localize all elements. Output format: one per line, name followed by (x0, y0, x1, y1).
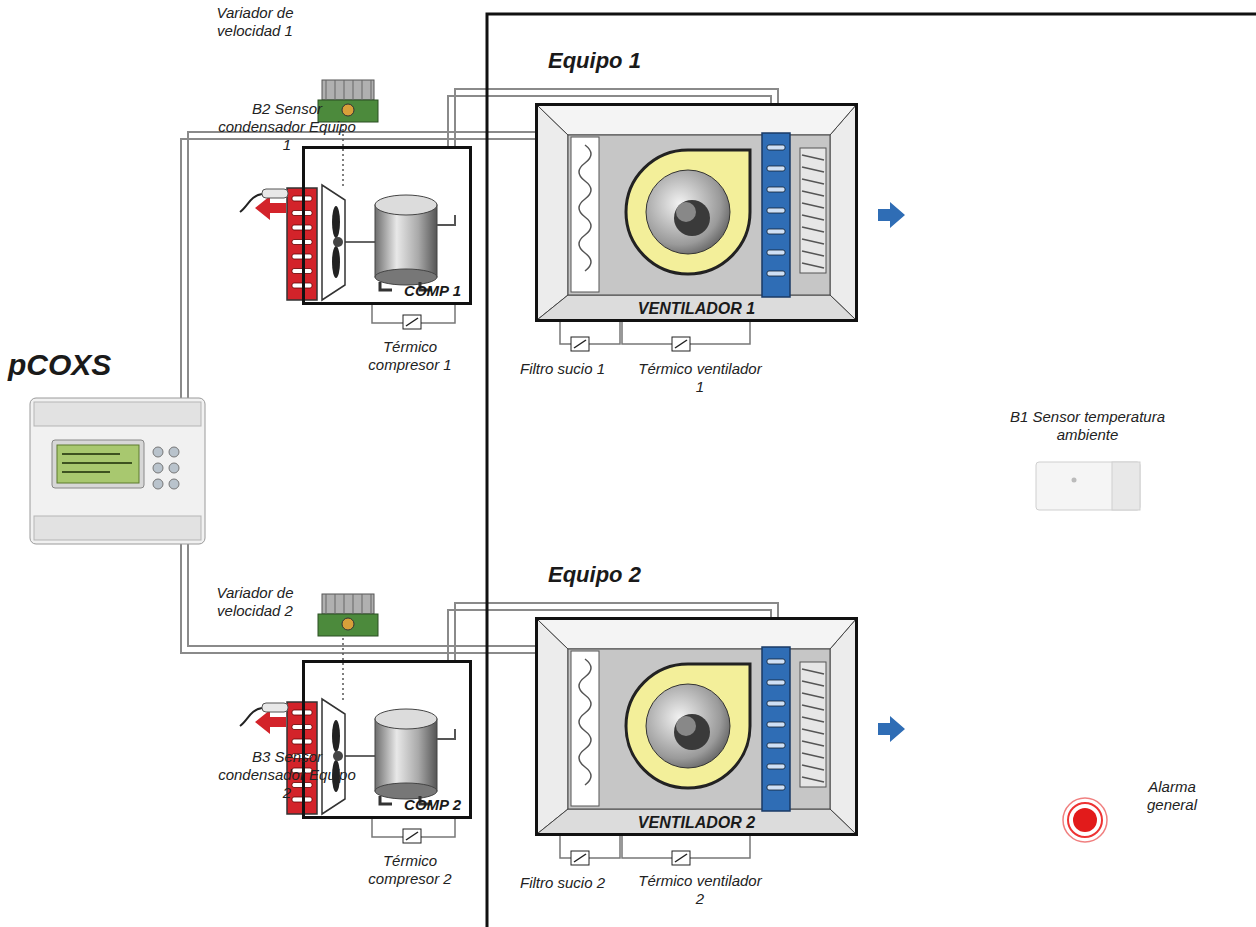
heatsink-fin (371, 594, 372, 614)
callout-label: Variador de velocidad 2 (190, 584, 320, 620)
grille-bar (802, 765, 824, 770)
grille-bar (802, 729, 824, 734)
heatsink-fin (353, 594, 354, 614)
coil-slot (767, 271, 785, 276)
coil-slot (767, 250, 785, 255)
grille-bar (802, 155, 824, 160)
grille-bar (802, 705, 824, 710)
coil-slot (767, 680, 785, 685)
grille-bar (802, 753, 824, 758)
grille-bar (802, 227, 824, 232)
coil-slot (767, 208, 785, 213)
controller: pCOXS (30, 398, 205, 544)
heatsink-fin (326, 594, 327, 614)
controller-drawing (30, 398, 205, 544)
grille-bar (802, 693, 824, 698)
grille-bar (802, 251, 824, 256)
coil-slot (767, 785, 785, 790)
heatsink-fin (362, 80, 363, 100)
room-sensor-drawing (1036, 462, 1140, 510)
coil-slot (767, 743, 785, 748)
grille-bar (802, 167, 824, 172)
coil-slot (767, 229, 785, 234)
fan-unit-box: Equipo 2VENTILADOR 2 (535, 617, 858, 836)
node-label: pCOXS (8, 348, 111, 382)
coil-slot (767, 166, 785, 171)
callout-label: Térmico ventilador 1 (635, 360, 765, 396)
heatsink-fin (335, 80, 336, 100)
node-label: VENTILADOR 1 (538, 300, 855, 318)
compressor-box: COMP 1 (302, 146, 472, 305)
repeated-strokes (292, 80, 824, 802)
callout-label: Filtro sucio 1 (505, 360, 620, 378)
callout-label: B3 Sensor condensador Equipo 2 (212, 748, 362, 802)
callout-label: Térmico ventilador 2 (635, 872, 765, 908)
unit-heading: Equipo 1 (548, 48, 641, 74)
unit-heading: Equipo 2 (548, 562, 641, 588)
grille-bar (802, 191, 824, 196)
coil-slot (767, 145, 785, 150)
grille-bar (802, 239, 824, 244)
grille-bar (802, 681, 824, 686)
coil-slot (767, 187, 785, 192)
grille-bar (802, 777, 824, 782)
coil-slot (767, 764, 785, 769)
heatsink-fin (344, 594, 345, 614)
grille-bar (802, 741, 824, 746)
callout-label: Variador de velocidad 1 (190, 4, 320, 40)
compressor-box: COMP 2 (302, 660, 472, 819)
node-label: COMP 1 (404, 282, 461, 299)
node-label: COMP 2 (404, 796, 461, 813)
callout-label: B2 Sensor condensador Equipo 1 (212, 100, 362, 154)
grille-bar (802, 179, 824, 184)
alarm-drawing (1063, 798, 1107, 842)
grille-bar (802, 215, 824, 220)
heatsink-fin (371, 80, 372, 100)
coil-slot (767, 659, 785, 664)
heatsink-fin (335, 594, 336, 614)
callout-label: Alarma general (1122, 778, 1222, 814)
callout-label: Térmico compresor 1 (350, 338, 470, 374)
heatsink-fin (353, 80, 354, 100)
fan-unit-box: Equipo 1VENTILADOR 1 (535, 103, 858, 322)
callout-label: Térmico compresor 2 (350, 852, 470, 888)
heatsink-fin (344, 80, 345, 100)
heatsink-fin (326, 80, 327, 100)
unit-2-drawing (240, 594, 905, 865)
callout-label: B1 Sensor temperatura ambiente (990, 408, 1185, 444)
grille-bar (802, 263, 824, 268)
callout-label: Filtro sucio 2 (505, 874, 620, 892)
node-label: VENTILADOR 2 (538, 814, 855, 832)
coil-slot (767, 701, 785, 706)
heatsink-fin (362, 594, 363, 614)
grille-bar (802, 203, 824, 208)
coil-slot (767, 722, 785, 727)
grille-bar (802, 717, 824, 722)
grille-bar (802, 669, 824, 674)
